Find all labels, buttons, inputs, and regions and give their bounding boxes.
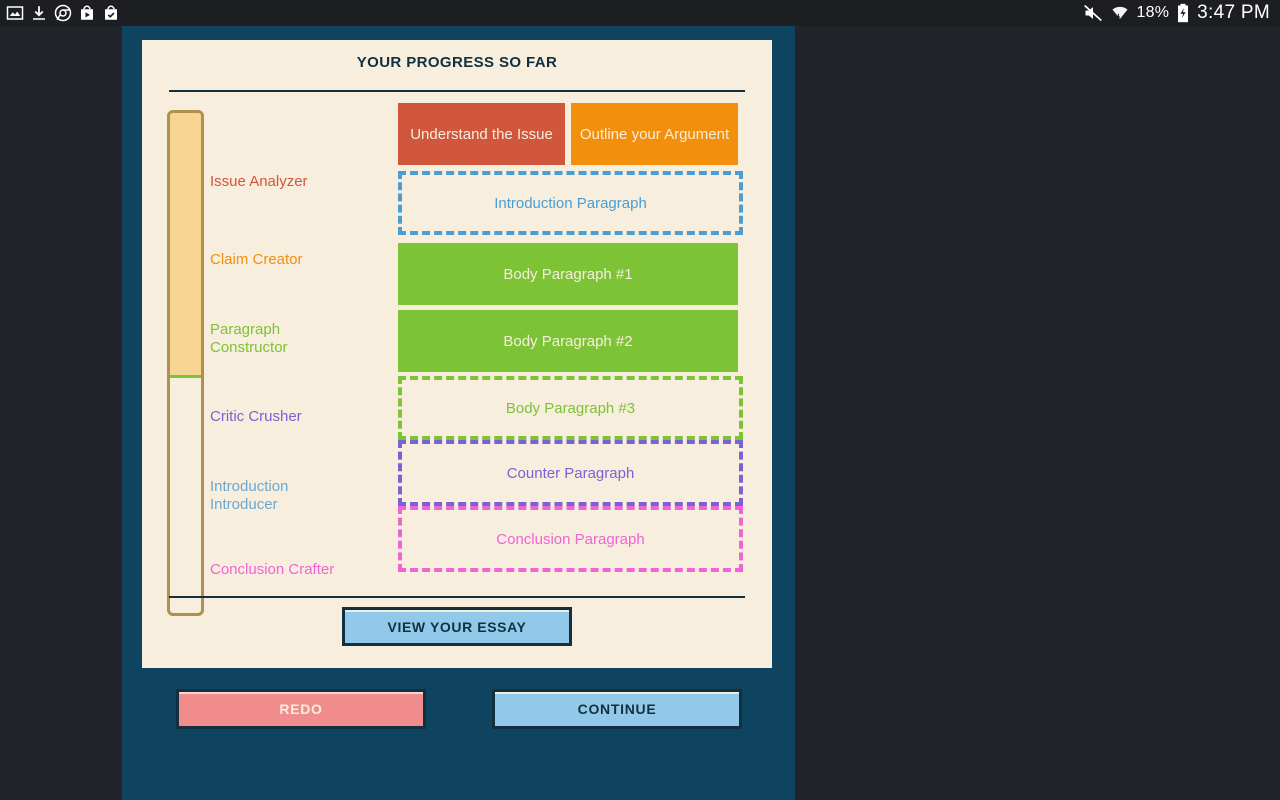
battery-percent-label: 18% <box>1136 4 1170 21</box>
image-icon <box>6 4 24 22</box>
divider-top <box>169 90 745 92</box>
download-icon <box>30 4 48 22</box>
view-your-essay-button[interactable]: VIEW YOUR ESSAY <box>342 607 572 646</box>
essay-block-outline-your-argument[interactable]: Outline your Argument <box>571 103 738 165</box>
status-bar-system-icons: 18% 3:47 PM <box>1083 2 1280 24</box>
chrome-icon <box>54 4 72 22</box>
essay-block-body-paragraph-3[interactable]: Body Paragraph #3 <box>398 376 743 440</box>
vertical-progress-bar <box>167 110 204 616</box>
essay-block-counter-paragraph[interactable]: Counter Paragraph <box>398 440 743 506</box>
progress-card: YOUR PROGRESS SO FAR Issue Analyzer Clai… <box>142 40 772 668</box>
vertical-progress-fill <box>170 113 201 378</box>
continue-button[interactable]: CONTINUE <box>492 689 742 729</box>
stage-label-introduction-introducer: Introduction Introducer <box>210 478 289 513</box>
clock-label: 3:47 PM <box>1197 2 1270 23</box>
redo-button[interactable]: REDO <box>176 689 426 729</box>
stage-label-claim-creator: Claim Creator <box>210 251 303 268</box>
essay-block-body-paragraph-2[interactable]: Body Paragraph #2 <box>398 310 738 372</box>
wifi-icon <box>1110 3 1130 23</box>
android-status-bar: 18% 3:47 PM <box>0 0 1280 26</box>
mute-icon <box>1083 3 1103 23</box>
play-store-icon <box>78 4 96 22</box>
divider-bottom <box>169 596 745 598</box>
essay-block-body-paragraph-1[interactable]: Body Paragraph #1 <box>398 243 738 305</box>
battery-charging-icon <box>1176 3 1190 23</box>
status-bar-notification-icons <box>0 4 120 22</box>
stage-label-issue-analyzer: Issue Analyzer <box>210 173 308 190</box>
play-store-checked-icon <box>102 4 120 22</box>
stage-label-conclusion-crafter: Conclusion Crafter <box>210 561 335 578</box>
page-title: YOUR PROGRESS SO FAR <box>356 54 558 71</box>
essay-block-conclusion-paragraph[interactable]: Conclusion Paragraph <box>398 506 743 572</box>
essay-block-understand-the-issue[interactable]: Understand the Issue <box>398 103 565 165</box>
stage-label-paragraph-constructor: Paragraph Constructor <box>210 321 288 356</box>
essay-block-introduction-paragraph[interactable]: Introduction Paragraph <box>398 171 743 235</box>
stage-label-critic-crusher: Critic Crusher <box>210 408 302 425</box>
